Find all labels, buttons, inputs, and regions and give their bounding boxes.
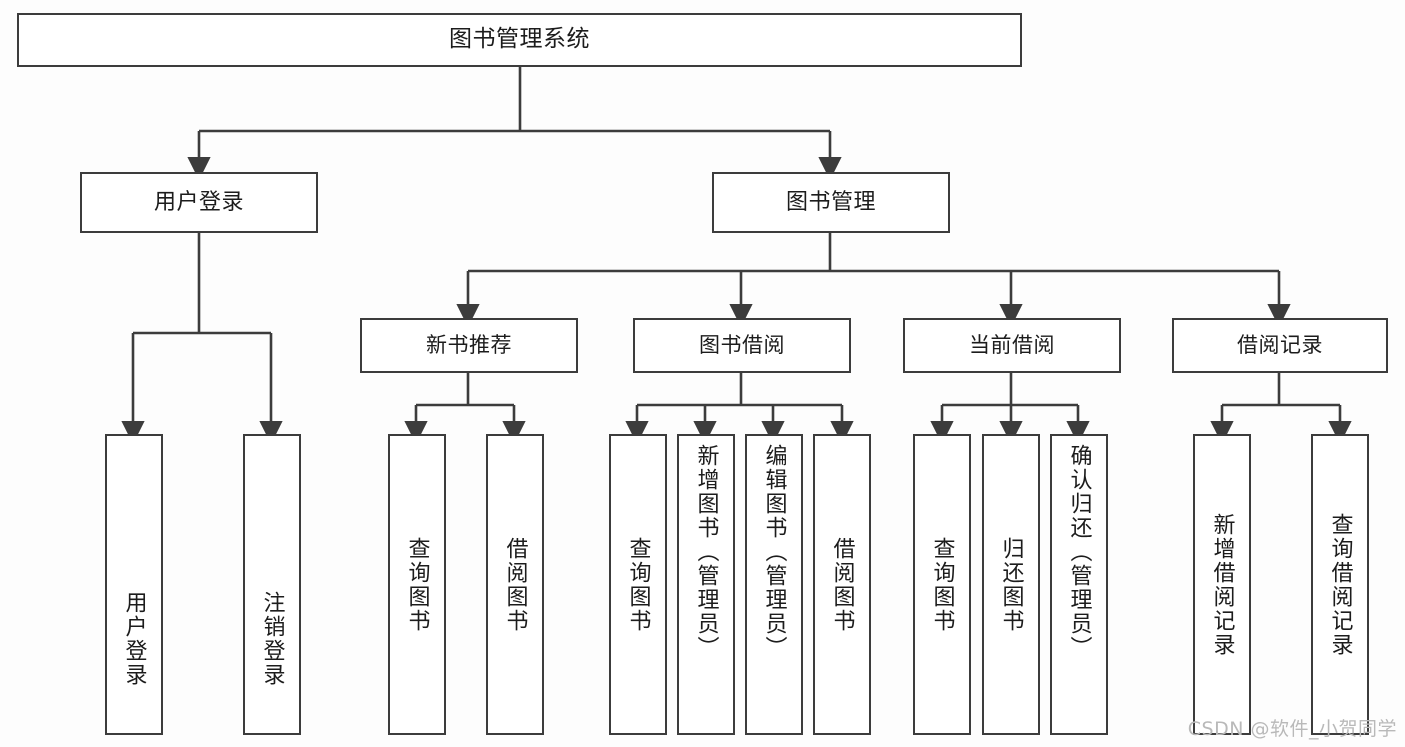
node-label: 借阅图书	[502, 536, 528, 633]
node-label: 查询借阅记录	[1327, 512, 1353, 657]
watermark: CSDN @软件_小贺同学	[1187, 718, 1397, 740]
node-label: 用户登录	[153, 189, 244, 215]
leaf-query-borrow-record[interactable]: 查询借阅记录	[1311, 434, 1369, 735]
node-label: 新书推荐	[426, 333, 512, 358]
leaf-user-logout[interactable]: 注销登录	[243, 434, 301, 735]
leaf-user-login[interactable]: 用户登录	[105, 434, 163, 735]
node-current-borrow[interactable]: 当前借阅	[903, 318, 1121, 373]
leaf-query-book-recommend[interactable]: 查询图书	[388, 434, 446, 735]
node-label: 查询图书	[404, 536, 430, 633]
node-label: 借阅记录	[1237, 333, 1323, 358]
leaf-borrow-book[interactable]: 借阅图书	[813, 434, 871, 735]
node-label: 确认归还（管理员）	[1066, 444, 1092, 660]
node-book-management[interactable]: 图书管理	[712, 172, 950, 233]
leaf-query-book-current[interactable]: 查询图书	[913, 434, 971, 735]
leaf-confirm-return-admin[interactable]: 确认归还（管理员）	[1050, 434, 1108, 735]
leaf-edit-book-admin[interactable]: 编辑图书（管理员）	[745, 434, 803, 735]
leaf-add-borrow-record[interactable]: 新增借阅记录	[1193, 434, 1251, 735]
node-new-book-recommend[interactable]: 新书推荐	[360, 318, 578, 373]
node-label: 注销登录	[259, 591, 285, 687]
node-root-system[interactable]: 图书管理系统	[17, 13, 1022, 67]
node-label: 查询图书	[625, 536, 651, 633]
leaf-return-book[interactable]: 归还图书	[982, 434, 1040, 735]
node-label: 图书管理	[785, 189, 876, 215]
node-label: 新增借阅记录	[1209, 512, 1235, 657]
leaf-add-book-admin[interactable]: 新增图书（管理员）	[677, 434, 735, 735]
node-label: 归还图书	[998, 536, 1024, 633]
node-label: 编辑图书（管理员）	[761, 444, 787, 660]
node-label: 当前借阅	[969, 333, 1055, 358]
node-label: 图书管理系统	[449, 26, 590, 53]
node-user-login[interactable]: 用户登录	[80, 172, 318, 233]
leaf-borrow-book-recommend[interactable]: 借阅图书	[486, 434, 544, 735]
node-label: 用户登录	[121, 591, 147, 687]
node-borrow-record[interactable]: 借阅记录	[1172, 318, 1388, 373]
node-book-borrow[interactable]: 图书借阅	[633, 318, 851, 373]
node-label: 查询图书	[929, 536, 955, 633]
leaf-query-book-borrow[interactable]: 查询图书	[609, 434, 667, 735]
node-label: 图书借阅	[699, 333, 785, 358]
node-label: 借阅图书	[829, 536, 855, 633]
node-label: 新增图书（管理员）	[693, 444, 719, 660]
